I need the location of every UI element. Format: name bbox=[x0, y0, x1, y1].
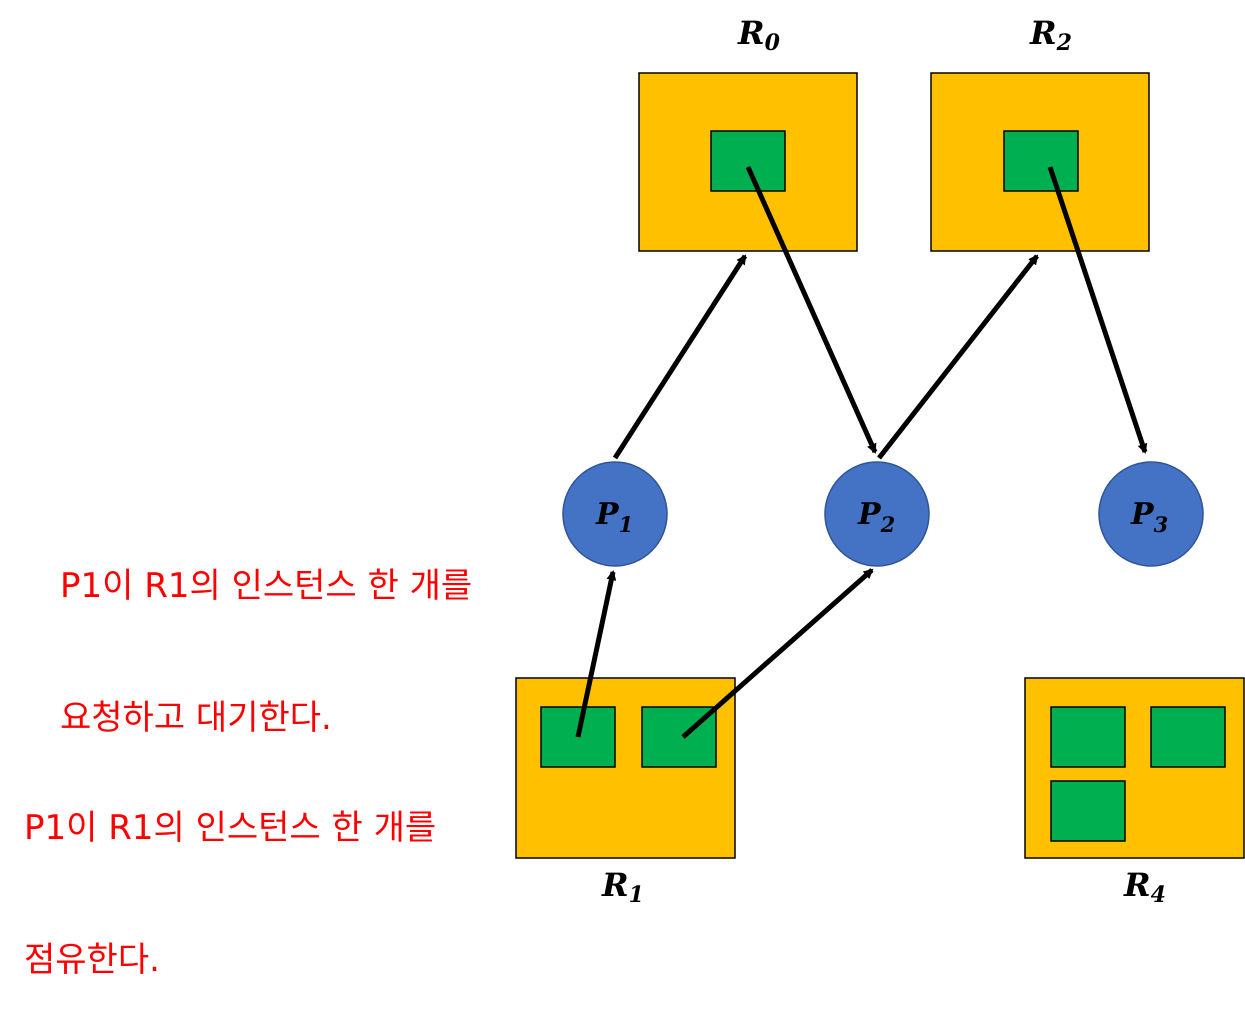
resource-instance-r4-2 bbox=[1150, 706, 1226, 768]
process-node-p1 bbox=[562, 461, 668, 567]
edge-r2-to-p3 bbox=[1047, 166, 1148, 454]
process-label-p3: P3 bbox=[1130, 497, 1168, 537]
annotation-request-line1: P1이 R1의 인스턴스 한 개를 bbox=[60, 566, 473, 606]
edge-p1-to-r0 bbox=[612, 254, 748, 460]
edge-r1-to-p2 bbox=[681, 568, 874, 739]
resource-instance-r4-1 bbox=[1050, 706, 1126, 768]
edge-r1-to-p1 bbox=[575, 570, 617, 738]
resource-box-r1 bbox=[515, 677, 736, 859]
process-node-p3 bbox=[1098, 461, 1204, 567]
annotation-hold-line2: 점유한다. bbox=[24, 940, 160, 980]
annotation-hold-line1: P1이 R1의 인스턴스 한 개를 bbox=[24, 808, 437, 848]
process-label-p1: P1 bbox=[595, 497, 633, 537]
resource-instance-r2-1 bbox=[1003, 130, 1079, 192]
annotation-request-line2: 요청하고 대기한다. bbox=[60, 698, 332, 738]
edge-r0-to-p2 bbox=[745, 165, 878, 454]
annotation-hold: P1이 R1의 인스턴스 한 개를 점유한다. bbox=[24, 718, 436, 1026]
process-node-p2 bbox=[824, 461, 930, 567]
process-label-p2: P2 bbox=[857, 497, 895, 537]
annotation-request: P1이 R1의 인스턴스 한 개를 요청하고 대기한다. bbox=[60, 476, 472, 784]
edge-p2-to-r2 bbox=[877, 254, 1039, 460]
resource-instance-r0-1 bbox=[710, 130, 786, 192]
resource-instance-r4-3 bbox=[1050, 780, 1126, 842]
resource-label-r2: R2 bbox=[1029, 14, 1072, 56]
resource-allocation-graph: R0 R2 R1 R4 P1 P2 P3 bbox=[515, 14, 1245, 908]
resource-label-r0: R0 bbox=[737, 14, 781, 56]
resource-label-r1: R1 bbox=[601, 866, 644, 908]
resource-label-r4: R4 bbox=[1123, 866, 1166, 908]
